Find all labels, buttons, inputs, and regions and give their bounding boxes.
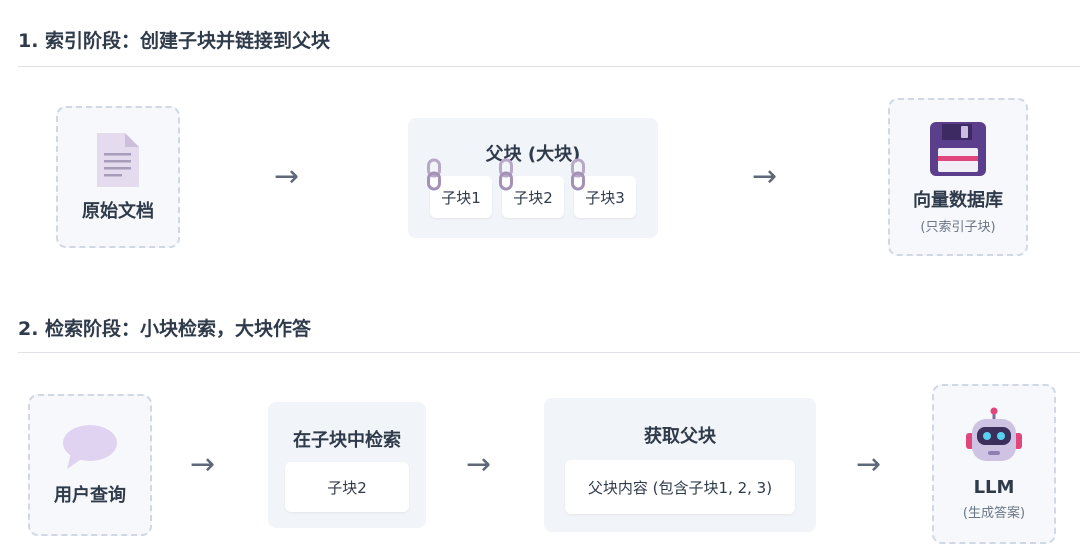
source-document-label: 原始文档 <box>82 201 154 222</box>
child-chunk-3: 子块3 <box>571 158 636 218</box>
robot-icon <box>966 407 1022 461</box>
arrow-query-to-search: → <box>190 447 216 482</box>
child-chunk-2: 子块2 <box>499 158 564 218</box>
llm-sub: (生成答案) <box>962 506 1026 521</box>
child-search-panel: 在子块中检索 子块2 <box>268 402 426 528</box>
child-chunk-3-label: 子块3 <box>585 188 625 207</box>
section-2-divider <box>18 352 1080 353</box>
arrow-parent-to-vectordb: → <box>752 159 778 194</box>
section-2-title: 2. 检索阶段：小块检索，大块作答 <box>18 318 312 340</box>
section-1-title: 1. 索引阶段：创建子块并链接到父块 <box>18 30 331 52</box>
document-icon <box>97 133 139 187</box>
parent-chunk-panel: 父块 (大块) 子块1 子块2 子块3 <box>408 118 658 238</box>
child-chunk-1: 子块1 <box>427 158 492 218</box>
chain-link-icon <box>499 158 513 191</box>
chain-link-icon <box>427 158 441 191</box>
search-result-label: 子块2 <box>327 478 367 497</box>
section-1-divider <box>18 66 1080 67</box>
user-query-label: 用户查询 <box>54 485 126 506</box>
vector-database-node: 向量数据库 (只索引子块) <box>888 98 1028 256</box>
child-chunk-1-label: 子块1 <box>441 188 481 207</box>
child-search-title: 在子块中检索 <box>293 430 401 451</box>
user-query-node: 用户查询 <box>28 394 152 536</box>
fetch-parent-panel: 获取父块 父块内容 (包含子块1, 2, 3) <box>544 398 816 532</box>
child-chunk-2-label: 子块2 <box>513 188 553 207</box>
source-document-node: 原始文档 <box>56 106 180 248</box>
fetch-parent-title: 获取父块 <box>644 426 716 447</box>
floppy-disk-icon <box>930 121 986 176</box>
arrow-doc-to-parent: → <box>274 159 300 194</box>
speech-bubble-icon <box>63 425 117 469</box>
llm-label: LLM <box>973 477 1015 498</box>
vector-database-label: 向量数据库 <box>913 189 1003 211</box>
llm-node: LLM (生成答案) <box>932 384 1056 544</box>
search-result-chunk: 子块2 <box>285 462 409 512</box>
arrow-fetch-to-llm: → <box>856 447 882 482</box>
parent-content-label: 父块内容 (包含子块1, 2, 3) <box>587 478 773 497</box>
parent-content-chunk: 父块内容 (包含子块1, 2, 3) <box>565 460 795 514</box>
chain-link-icon <box>571 158 585 191</box>
arrow-search-to-fetch: → <box>466 447 492 482</box>
vector-database-sub: (只索引子块) <box>920 219 996 235</box>
